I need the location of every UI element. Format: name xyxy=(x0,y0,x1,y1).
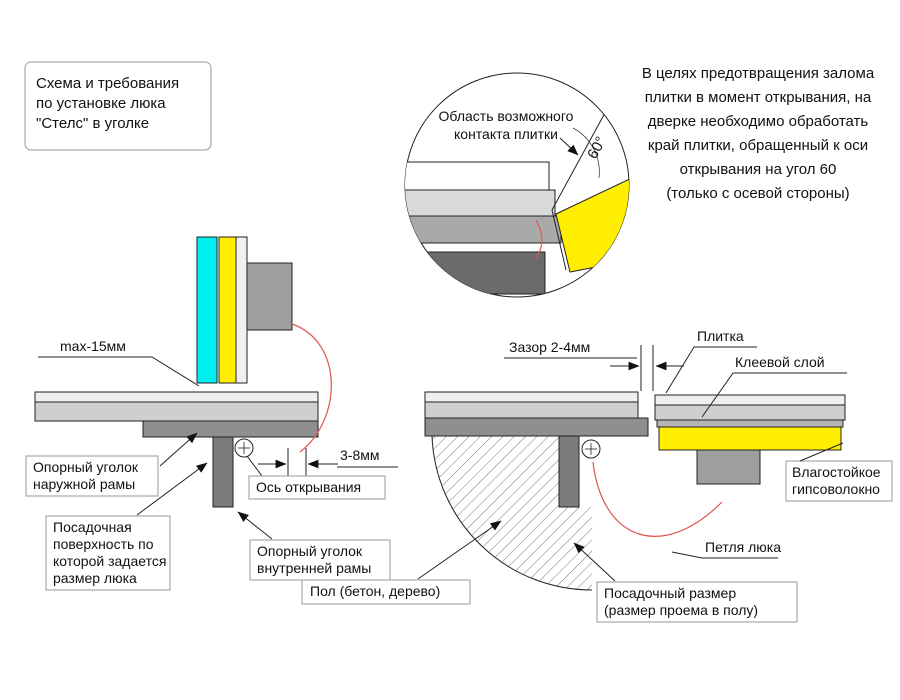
axis-label: Ось открывания xyxy=(256,479,361,495)
detail-view: 60° Область возможного контакта плитки xyxy=(404,72,630,298)
slab-top-strip xyxy=(34,391,319,403)
title-line: Схема и требования xyxy=(36,75,179,92)
seat-surface-line: которой задается xyxy=(53,553,166,569)
max-gap-label: max-15мм xyxy=(60,338,126,354)
inner-corner-arrow xyxy=(237,511,273,540)
bevel-bottom-line xyxy=(551,209,567,271)
note-line: (только с осевой стороны) xyxy=(666,185,849,202)
detail-layer-top xyxy=(405,161,550,191)
tile-label: Плитка xyxy=(697,328,744,344)
tile-body xyxy=(654,404,846,421)
right-diagram: Зазор 2-4мм Плитка Клеевой слой Влагосто… xyxy=(301,328,893,623)
floor-arrow xyxy=(417,520,502,580)
outer-frame-angle xyxy=(142,420,319,438)
floor-label: Пол (бетон, дерево) xyxy=(310,583,440,599)
title-line: "Стелс" в уголке xyxy=(36,115,149,132)
door-gypsum-layer xyxy=(218,236,237,384)
note-text: В целях предотвращения залома плитки в м… xyxy=(642,65,875,202)
detail-label-arrow xyxy=(559,137,579,156)
hinge-label: Петля люка xyxy=(705,539,781,555)
left-diagram: max-15мм 3-8мм Ось открывания Опорный уг… xyxy=(25,236,398,591)
door-panel-layer xyxy=(235,236,248,384)
outer-corner-box xyxy=(25,455,159,497)
floor-frame-angle xyxy=(424,417,649,437)
title-box-frame xyxy=(24,61,212,151)
floor-hatch-area xyxy=(432,436,592,590)
note-line: открывания на угол 60 xyxy=(680,161,837,178)
door-frame-block xyxy=(696,449,761,485)
floor-slab-top-strip xyxy=(424,391,639,403)
detail-label-line: контакта плитки xyxy=(454,126,558,142)
outer-corner-line: Опорный уголок xyxy=(33,459,139,475)
bevel-edge-line xyxy=(551,99,613,211)
detail-layer-dark xyxy=(412,251,546,295)
floor-arc-outline xyxy=(431,435,593,591)
gap-label: Зазор 2-4мм xyxy=(509,339,590,355)
floor-hatch-clip xyxy=(432,436,592,590)
seat-size-line: Посадочный размер xyxy=(604,585,736,601)
angle-arc xyxy=(572,127,600,179)
max-gap-leader xyxy=(38,356,200,387)
hinge-leader xyxy=(671,551,778,559)
seat-size-arrow xyxy=(573,542,616,582)
note-line: В целях предотвращения залома xyxy=(642,65,875,82)
outer-corner-arrow xyxy=(159,432,198,467)
inner-frame-post xyxy=(212,436,234,508)
seat-size-line: (размер проема в полу) xyxy=(604,602,758,618)
gypsum-line: Влагостойкое xyxy=(792,464,881,480)
glue-label: Клеевой слой xyxy=(735,354,825,370)
glue-layer xyxy=(656,419,844,428)
note-line: край плитки, обращенный к оси xyxy=(648,137,868,154)
detail-layer-mid xyxy=(405,215,562,244)
contact-arc xyxy=(535,219,543,259)
door-swing-arc xyxy=(291,323,332,453)
inner-corner-line: Опорный уголок xyxy=(257,543,363,559)
door-tile-layer xyxy=(196,236,218,384)
floor-label-box xyxy=(301,579,471,605)
gypsum-leader xyxy=(799,442,844,462)
axis-label-box xyxy=(248,475,386,500)
gypsum-layer xyxy=(658,426,842,451)
tile-layer xyxy=(654,394,846,406)
door-frame-block xyxy=(246,262,293,331)
detail-layer-light xyxy=(405,189,556,217)
seat-surface-line: размер люка xyxy=(53,570,137,586)
detail-label-line: Область возможного xyxy=(439,108,574,124)
note-line: дверке необходимо обработать xyxy=(648,113,869,130)
title-box: Схема и требования по установке люка "Ст… xyxy=(24,61,212,151)
axis-leader xyxy=(246,455,263,477)
outer-corner-line: наружной рамы xyxy=(33,476,135,492)
seat-surface-box xyxy=(45,515,171,591)
seat-surface-arrow xyxy=(136,462,208,516)
floor-frame-post xyxy=(558,435,580,508)
seat-size-box xyxy=(596,581,798,623)
tile-leader xyxy=(665,346,757,394)
title-line: по установке люка xyxy=(36,95,166,112)
slab-body xyxy=(34,401,319,422)
dim-label: 3-8мм xyxy=(340,447,379,463)
floor-slab-body xyxy=(424,401,639,419)
seat-surface-line: поверхность по xyxy=(53,536,154,552)
gypsum-line: гипсоволокно xyxy=(792,481,880,497)
seat-surface-line: Посадочная xyxy=(53,519,132,535)
inner-corner-line: внутренней рамы xyxy=(257,560,371,576)
glue-leader xyxy=(701,372,847,418)
gypsum-box xyxy=(785,460,893,502)
door-swing-arc xyxy=(592,461,723,537)
note-line: плитки в момент открывания, на xyxy=(645,89,872,106)
